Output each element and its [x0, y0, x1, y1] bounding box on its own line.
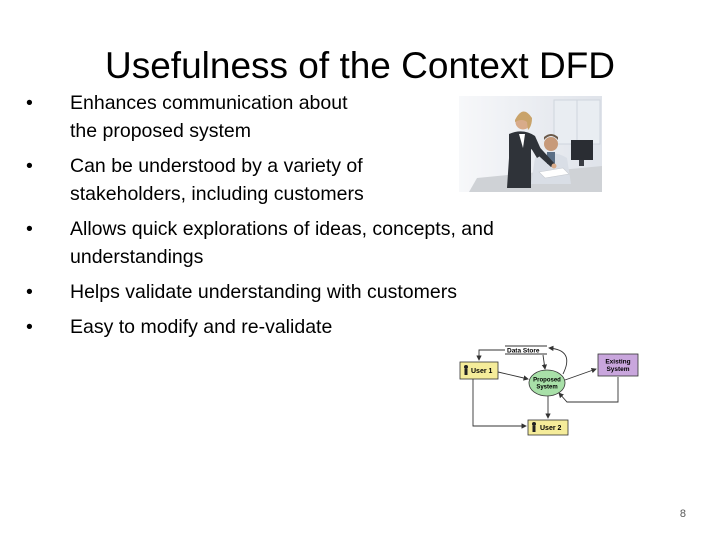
bullet-text-line: stakeholders, including customers: [70, 183, 364, 205]
bullet-item: • Helps validate understanding with cust…: [26, 278, 586, 306]
page-number: 8: [679, 508, 686, 520]
bullet-dot: •: [26, 92, 33, 114]
bullet-item: • Allows quick explorations of ideas, co…: [26, 215, 586, 271]
office-photo-illustration: [459, 96, 602, 192]
bullet-text-line: Allows quick explorations of ideas, conc…: [70, 218, 494, 240]
process-label-line2: System: [536, 385, 557, 391]
existing-label-line1: Existing: [605, 359, 630, 366]
office-photo: [459, 96, 602, 192]
proposed-system-process: Proposed System: [528, 369, 566, 397]
bullet-list: • Enhances communication about the propo…: [26, 89, 586, 348]
flow-arrow: [548, 345, 568, 375]
bullet-item: • Easy to modify and re-validate: [26, 313, 586, 341]
bullet-dot: •: [26, 155, 33, 177]
flow-arrow: [472, 379, 527, 429]
existing-label-line2: System: [606, 366, 629, 373]
bullet-text-line: Easy to modify and re-validate: [70, 316, 333, 338]
flow-arrow: [558, 377, 619, 403]
bullet-text-line: Enhances communication about: [70, 92, 348, 114]
bullet-text-line: Can be understood by a variety of: [70, 155, 363, 177]
data-flows: [472, 345, 619, 429]
context-dfd-diagram: Data Store User 1 Proposed System Existi…: [455, 342, 645, 442]
bullet-text-line: understandings: [70, 246, 204, 268]
bullet-text-line: the proposed system: [70, 120, 252, 142]
flow-arrow: [497, 371, 529, 381]
bullet-dot: •: [26, 316, 33, 338]
user1-label: User 1: [471, 368, 493, 375]
data-store-label: Data Store: [507, 348, 540, 355]
user1-entity: User 1: [459, 361, 499, 380]
bullet-dot: •: [26, 281, 33, 303]
bullet-item: • Can be understood by a variety of stak…: [26, 152, 586, 208]
flow-arrow: [564, 367, 597, 381]
bullet-item: • Enhances communication about the propo…: [26, 89, 586, 145]
person-icon: [464, 365, 468, 375]
process-label-line1: Proposed: [533, 378, 561, 384]
data-store: Data Store: [505, 345, 547, 355]
person-icon: [532, 422, 536, 432]
bullet-dot: •: [26, 218, 33, 240]
user2-label: User 2: [540, 425, 562, 432]
flow-arrow: [476, 349, 505, 361]
flow-arrow: [541, 354, 548, 370]
bullet-text-line: Helps validate understanding with custom…: [70, 281, 457, 303]
existing-system-entity: Existing System: [597, 353, 639, 377]
slide-title: Usefulness of the Context DFD: [105, 45, 615, 86]
user2-entity: User 2: [527, 419, 569, 436]
